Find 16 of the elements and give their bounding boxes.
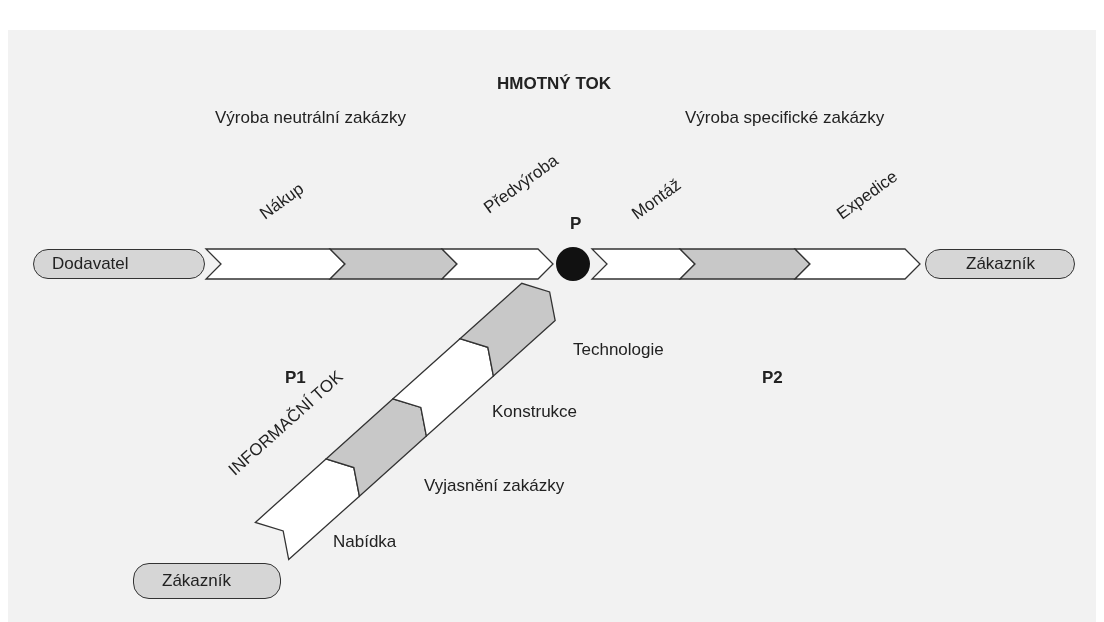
junction-dot xyxy=(556,247,590,281)
rounded-terminal: Dodavatel xyxy=(33,249,205,279)
chevron-segment xyxy=(391,338,495,438)
section-label: Výroba neutrální zakázky xyxy=(215,108,406,128)
rounded-terminal: Zákazník xyxy=(133,563,281,599)
step-label: Nabídka xyxy=(333,532,397,552)
heading: HMOTNÝ TOK xyxy=(497,74,611,94)
rounded-terminal: Zákazník xyxy=(925,249,1075,279)
chevron-segment xyxy=(458,282,556,378)
section-label: Výroba specifické zakázky xyxy=(685,108,885,128)
step-label: Konstrukce xyxy=(492,402,578,422)
area-label: P1 xyxy=(285,368,306,388)
point-label: P xyxy=(570,214,582,234)
step-label: Vyjasnění zakázky xyxy=(424,476,565,496)
step-label: Technologie xyxy=(573,340,664,360)
area-label: P2 xyxy=(762,368,783,388)
